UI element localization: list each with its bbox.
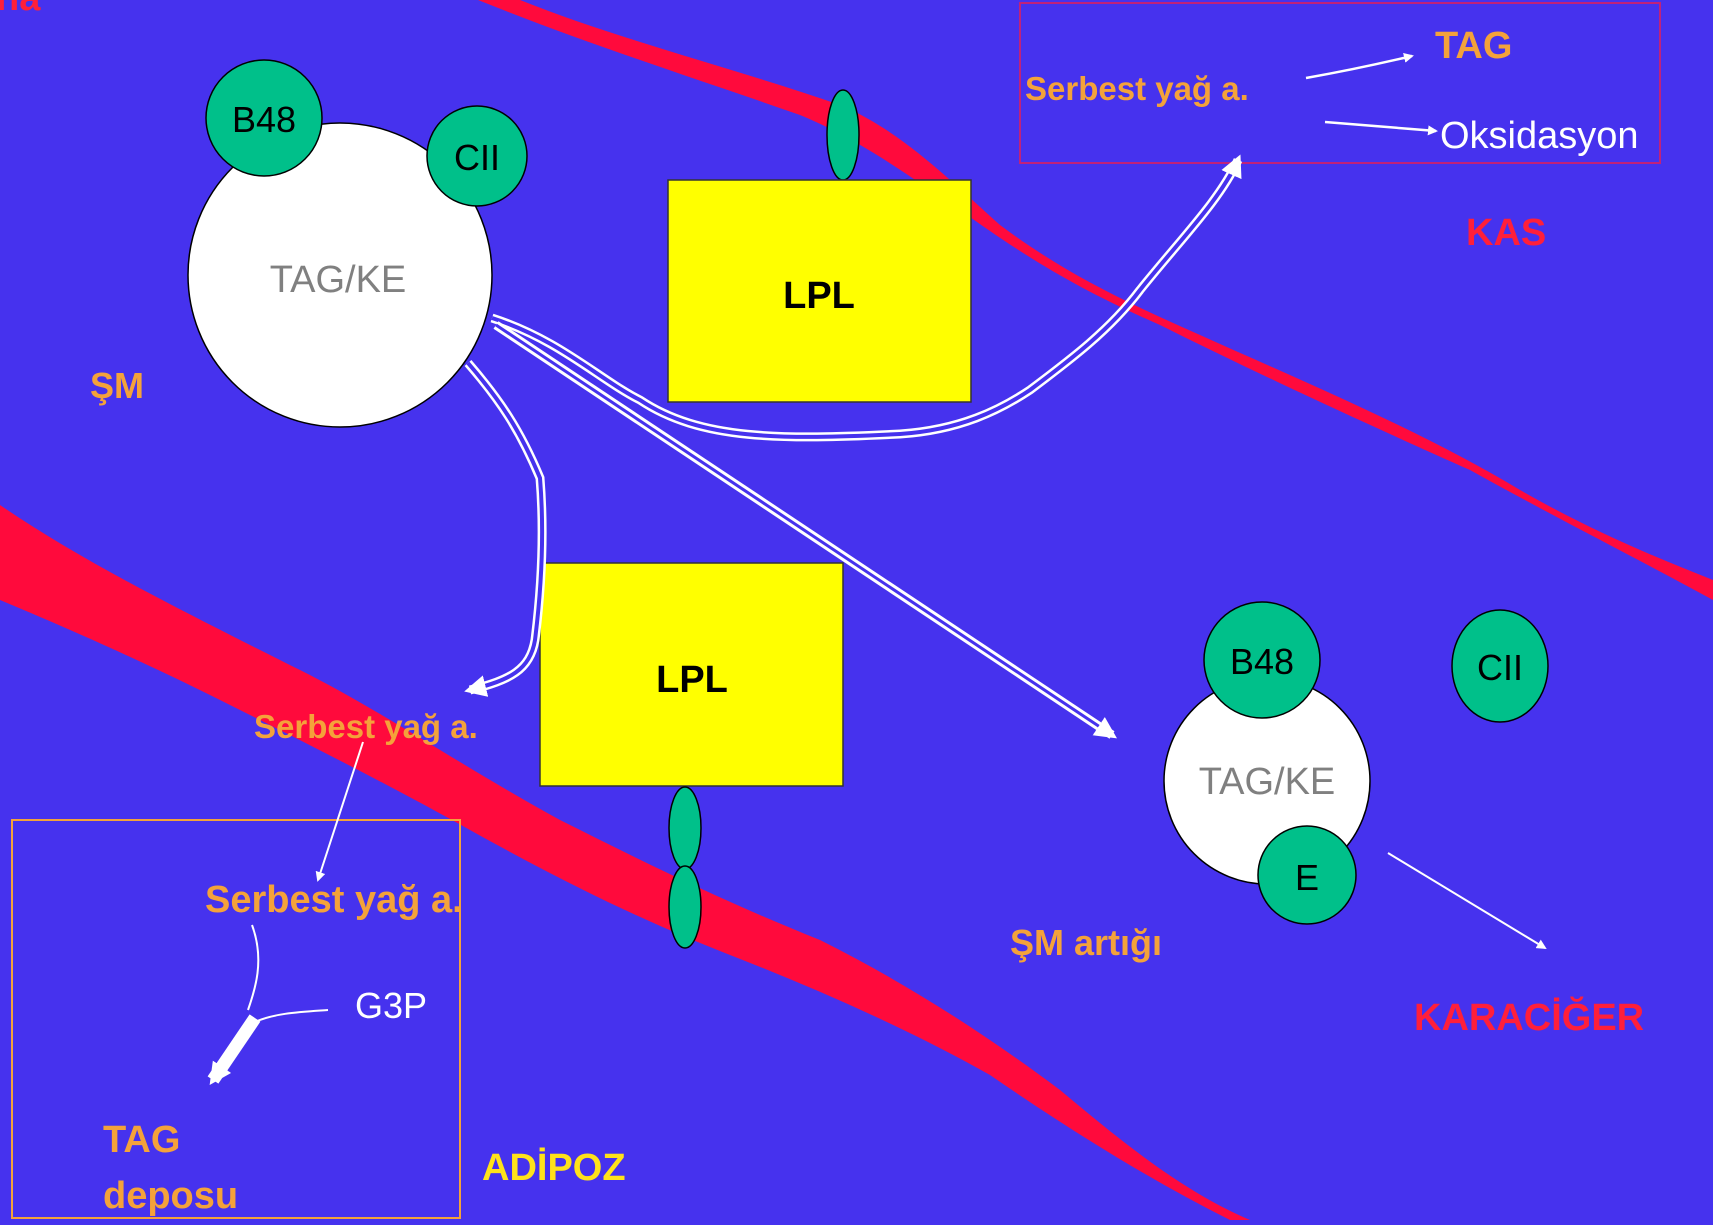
arrow-ffa-to-tag xyxy=(1305,52,1414,80)
remnant-b48-circle xyxy=(1203,601,1321,719)
muscle-ffa: Serbest yağ a. xyxy=(1025,70,1249,107)
liver-label: KARACİĞER xyxy=(1414,995,1644,1039)
arrow-to-liver xyxy=(1387,852,1547,950)
tag-store-line2: deposu xyxy=(103,1175,238,1217)
muscle-label: KAS xyxy=(1466,212,1546,254)
remnant-core-label: TAG/KE xyxy=(1199,761,1336,803)
lpl-label-lower: LPL xyxy=(656,659,728,701)
lpl-label-upper: LPL xyxy=(783,275,855,317)
adipose-label: ADİPOZ xyxy=(482,1147,626,1189)
chylomicron-core xyxy=(187,122,493,428)
adipose-ffa-released: Serbest yağ a. xyxy=(254,708,478,745)
line-g3p xyxy=(254,1009,329,1023)
line-ffa-to-tag xyxy=(247,924,260,1011)
adipose-ffa-inside: Serbest yağ a. xyxy=(205,879,463,921)
lpl-anchor-upper xyxy=(826,89,860,181)
muscle-oxidation: Oksidasyon xyxy=(1440,115,1639,157)
adipose-g3p: G3P xyxy=(355,985,427,1026)
vessel-wall-lower xyxy=(0,505,1250,1220)
lpl-box-upper xyxy=(667,179,972,403)
chylomicron-label: ŞM xyxy=(90,365,144,406)
arrow-ffa-to-oxidation xyxy=(1324,120,1438,136)
remnant-label: ŞM artığı xyxy=(1010,922,1162,963)
arrow-to-tag-store xyxy=(207,1014,261,1085)
adipose-box xyxy=(11,819,461,1219)
remnant-cii-label: CII xyxy=(1477,647,1523,688)
muscle-box xyxy=(1019,2,1661,164)
remnant-cii-free xyxy=(1451,609,1549,723)
lpl-anchor-lower-1 xyxy=(668,786,702,870)
remnant-e-label: E xyxy=(1295,857,1319,898)
chylomicron-b48-label: B48 xyxy=(232,99,296,140)
chylomicron-core-label: TAG/KE xyxy=(270,259,407,301)
lpl-box-lower xyxy=(539,562,844,787)
chylomicron-cii-circle xyxy=(426,105,528,207)
arrow-ffa-into-adipose xyxy=(315,741,364,882)
top-left-fragment: na xyxy=(0,0,41,19)
chylomicron-cii-label: CII xyxy=(454,137,500,178)
tag-store-line1: TAG xyxy=(103,1119,180,1161)
remnant-b48-label: B48 xyxy=(1230,641,1294,682)
lpl-anchor-lower-2 xyxy=(668,865,702,949)
muscle-tag: TAG xyxy=(1435,25,1512,67)
chylomicron-b48-circle xyxy=(205,59,323,177)
remnant-e-circle xyxy=(1257,825,1357,925)
